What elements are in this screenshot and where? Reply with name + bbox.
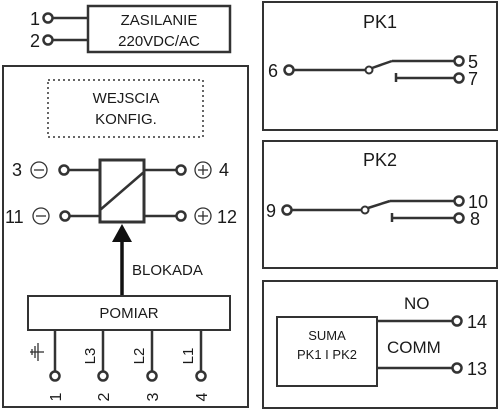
bottom-pin-2-terminal xyxy=(97,370,109,382)
pin-11-terminal xyxy=(59,210,71,222)
power-box xyxy=(86,4,232,54)
relay-pk2-no-pin-number: 10 xyxy=(468,192,488,212)
blocking-label: BLOKADA xyxy=(132,262,203,279)
bottom-pin-4-terminal xyxy=(195,370,207,382)
power-pin-2-number: 2 xyxy=(30,31,40,51)
pin-11-number: 11 xyxy=(5,207,24,227)
config-inputs-box xyxy=(47,79,204,138)
sum-section: SUMA PK1 I PK2 NO 14 COMM 13 xyxy=(262,280,498,409)
relay-pk1-switch-arm xyxy=(371,59,393,70)
relay-pk2: PK2 9 10 8 xyxy=(262,140,498,269)
relay-pk2-common-pin-number: 9 xyxy=(266,201,276,221)
pin-4-number: 4 xyxy=(219,160,229,180)
pin-12-terminal xyxy=(175,210,187,222)
relay-pk1-pivot xyxy=(364,65,374,75)
power-label-line1: ZASILANIE xyxy=(121,12,198,29)
config-inputs-label-line1: WEJSCIA xyxy=(93,90,160,107)
relay-pk2-no-terminal xyxy=(453,195,465,207)
relay-pk1-title: PK1 xyxy=(363,12,397,32)
relay-pk2-common-terminal xyxy=(281,204,293,216)
bottom-pin-3-label: L2 xyxy=(131,348,148,365)
relay-pk2-pivot xyxy=(360,205,370,215)
power-pin-1-terminal xyxy=(42,12,54,24)
config-inputs-label-line2: KONFIG. xyxy=(95,111,157,128)
power-label-line2: 220VDC/AC xyxy=(118,33,200,50)
relay-pk2-switch-arm xyxy=(367,199,391,210)
relay-pk2-title: PK2 xyxy=(363,150,397,170)
measurement-label: POMIAR xyxy=(99,305,158,322)
sum-no-terminal xyxy=(451,315,463,327)
bottom-pin-4-label: L1 xyxy=(180,348,197,365)
relay-pk1-nc-pin-number: 7 xyxy=(468,69,478,89)
sum-no-label: NO xyxy=(404,294,430,313)
sum-no-pin-number: 14 xyxy=(467,312,487,332)
sum-comm-label: COMM xyxy=(387,338,441,357)
bottom-pin-2-label: L3 xyxy=(82,348,99,365)
relay-pk1-no-pin-number: 5 xyxy=(468,52,478,72)
relay-pk1-no-terminal xyxy=(453,55,465,67)
arrow-up-icon xyxy=(112,224,132,242)
bottom-pin-1-number: 1 xyxy=(48,392,65,401)
measurement-box xyxy=(27,295,231,331)
pin-4-terminal xyxy=(175,164,187,176)
pin-12-number: 12 xyxy=(217,207,237,227)
relay-pk1-common-terminal xyxy=(283,64,295,76)
bottom-pin-3-terminal xyxy=(146,370,158,382)
relay-pk2-nc-pin-number: 8 xyxy=(470,209,480,229)
sum-label-line1: SUMA xyxy=(308,328,346,343)
pin-3-terminal xyxy=(58,164,70,176)
bottom-pin-3-number: 3 xyxy=(145,392,162,401)
pin-3-number: 3 xyxy=(12,160,22,180)
main-block: WEJSCIA KONFIG. 3 4 11 12 BLOK xyxy=(2,65,249,408)
relay-pk1-common-pin-number: 6 xyxy=(268,61,278,81)
relay-pk1-nc-terminal xyxy=(453,72,465,84)
bottom-pin-2-number: 2 xyxy=(96,392,113,401)
sum-comm-pin-number: 13 xyxy=(467,359,487,379)
bottom-pin-4-number: 4 xyxy=(194,392,211,401)
relay-coil-diagonal xyxy=(99,171,145,211)
power-section: ZASILANIE 220VDC/AC 1 2 xyxy=(30,4,232,54)
ground-icon xyxy=(30,343,44,361)
relay-pk1: PK1 6 5 7 xyxy=(262,1,498,131)
sum-comm-terminal xyxy=(451,362,463,374)
sum-contact-box xyxy=(276,316,378,387)
power-pin-2-terminal xyxy=(42,34,54,46)
bottom-pin-1-terminal xyxy=(49,370,61,382)
relay-pk2-nc-terminal xyxy=(453,212,465,224)
sum-label-line2: PK1 I PK2 xyxy=(297,347,357,362)
power-pin-1-number: 1 xyxy=(30,9,40,29)
